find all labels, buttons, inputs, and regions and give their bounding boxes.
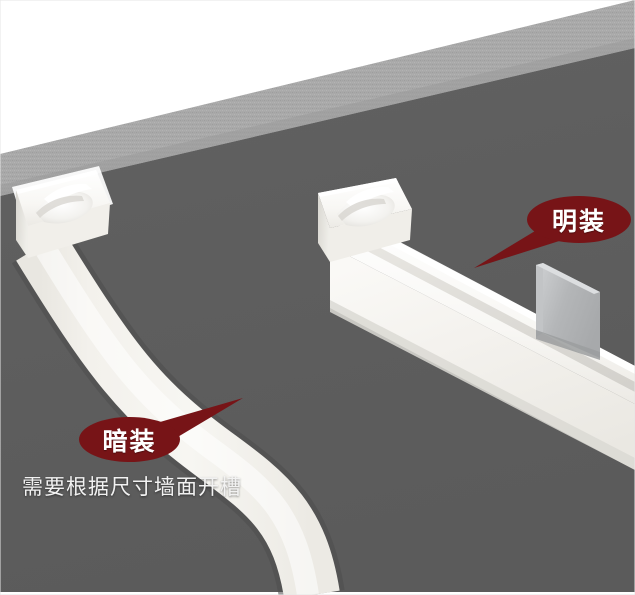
callout-recessed: 暗装: [79, 417, 180, 462]
callout-surface-mount-label: 明装: [551, 207, 606, 236]
recessed-cap-edge-accent: [16, 170, 98, 194]
recessed-cap-right-face: [28, 203, 110, 258]
recessed-cap-inner-shadow: [36, 195, 84, 218]
mounting-clip-foot: [536, 330, 600, 360]
wall-top-band: [0, 0, 635, 196]
surface-cap-right-face: [330, 209, 412, 262]
surface-strip-group: [318, 178, 635, 470]
mounting-clip-top-edge: [536, 263, 600, 294]
surface-strip-groove-line: [352, 233, 635, 392]
surface-strip-lower-shade: [330, 300, 635, 470]
surface-cap-edge-accent: [318, 178, 398, 197]
surface-cap-inner-shadow: [338, 198, 386, 221]
surface-strip-face: [330, 246, 635, 470]
recessed-strip-group: [11, 166, 345, 595]
callout-recessed-label: 暗装: [102, 427, 157, 456]
an-callout-pointer: [160, 398, 243, 438]
mounting-clip: [536, 263, 543, 337]
recessed-strip-highlight: [36, 244, 319, 595]
callout-surface-mount: 明装: [527, 196, 631, 243]
recessed-cap-front-face: [16, 190, 28, 258]
wall-top-band-shade: [0, 38, 635, 196]
recessed-caption: 需要根据尺寸墙面开槽: [22, 476, 242, 499]
surface-cap-front-face: [318, 193, 330, 262]
